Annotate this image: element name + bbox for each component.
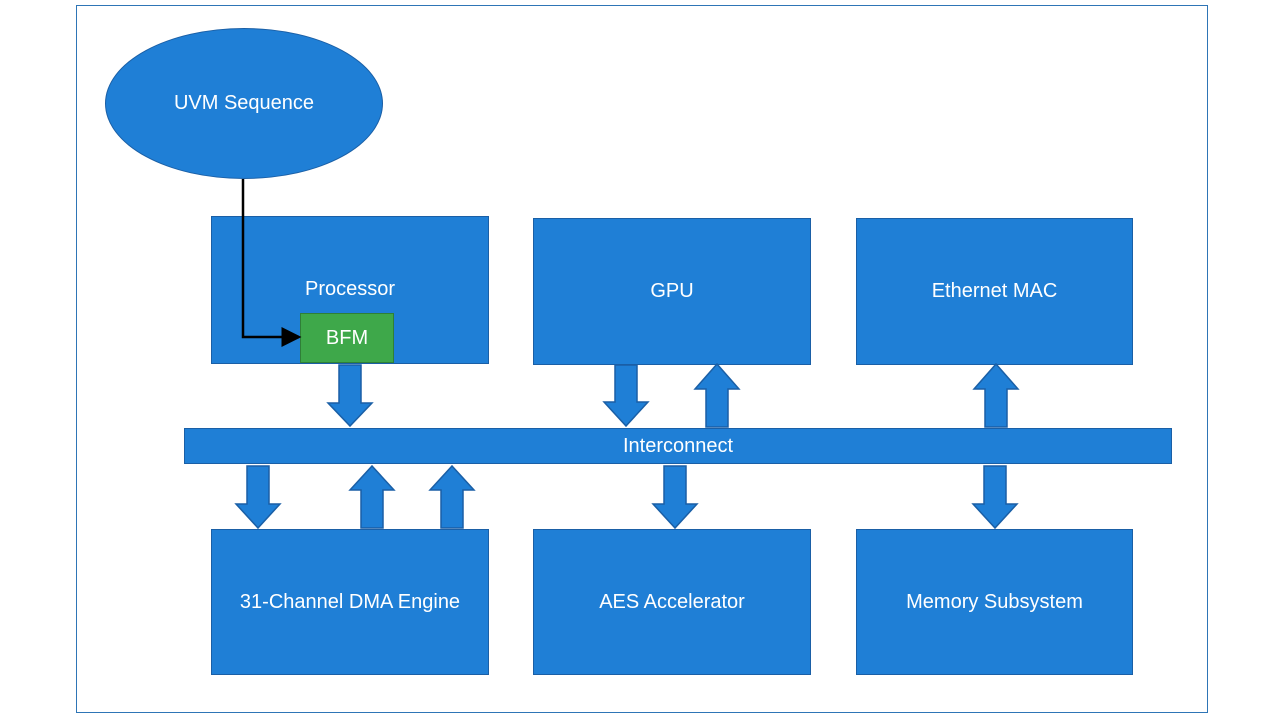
bfm-label: BFM [325, 326, 369, 349]
gpu-label: GPU [650, 280, 694, 302]
interconnect-bus: Interconnect [184, 428, 1172, 464]
uvm-sequence-label: UVM Sequence [173, 92, 315, 114]
ethernet-mac-label: Ethernet MAC [931, 280, 1058, 302]
memory-subsystem-label: Memory Subsystem [906, 590, 1083, 613]
diagram-frame [76, 5, 1208, 713]
gpu-block: GPU [533, 218, 811, 365]
ethernet-mac-block: Ethernet MAC [856, 218, 1133, 365]
interconnect-label: Interconnect [622, 434, 734, 457]
aes-accelerator-label: AES Accelerator [599, 590, 745, 613]
uvm-sequence-node: UVM Sequence [105, 28, 383, 179]
memory-subsystem-block: Memory Subsystem [856, 529, 1133, 675]
bfm-block: BFM [300, 313, 394, 363]
aes-accelerator-block: AES Accelerator [533, 529, 811, 675]
dma-engine-label: 31-Channel DMA Engine [239, 590, 461, 613]
processor-label: Processor [304, 278, 396, 300]
dma-engine-block: 31-Channel DMA Engine [211, 529, 489, 675]
